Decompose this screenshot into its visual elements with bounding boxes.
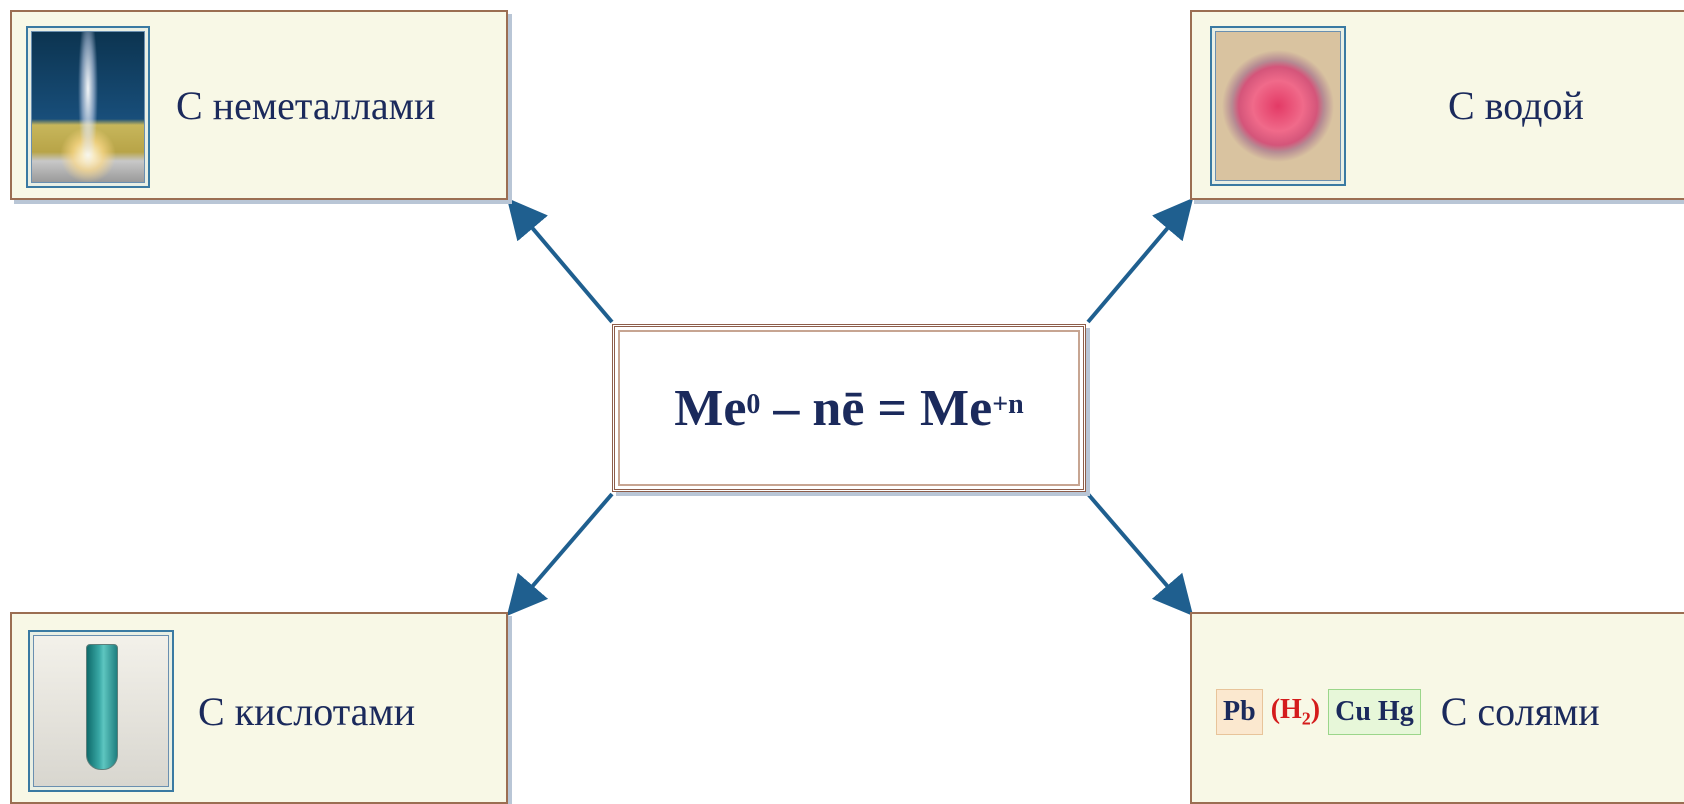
test-tube-photo — [28, 630, 174, 792]
water-label: С водой — [1448, 83, 1584, 128]
salts-row: Pb (H2) Cu Hg С солями — [1216, 688, 1600, 736]
formula: Me0 – nē = Me+n — [615, 383, 1083, 435]
acids-label: С кислотами — [198, 689, 416, 734]
h2-open: (H — [1270, 694, 1302, 725]
salts-label: С солями — [1440, 688, 1600, 734]
water-box: С водой — [1190, 10, 1684, 200]
formula-box: Me0 – nē = Me+n — [612, 324, 1086, 492]
sparks-photo — [26, 26, 150, 188]
petri-dish-photo — [1210, 26, 1346, 186]
nonmetals-label: С неметаллами — [176, 83, 436, 128]
h2-chip: (H2) — [1265, 688, 1326, 736]
test-tube-photo-image — [33, 635, 169, 787]
acids-box: С кислотами — [10, 612, 508, 804]
arrow-up-right-icon — [1086, 197, 1194, 324]
petri-dish-photo-image — [1215, 31, 1341, 181]
formula-middle: – nē = Me — [760, 380, 993, 437]
cuhg-chip: Cu Hg — [1328, 688, 1421, 735]
arrow-up-left-icon — [506, 197, 614, 324]
formula-me: Me — [674, 380, 747, 437]
h2-close: ) — [1310, 694, 1321, 725]
formula-sup-zero: 0 — [746, 389, 761, 420]
h2-sub: 2 — [1301, 708, 1311, 729]
salts-box: Pb (H2) Cu Hg С солями — [1190, 612, 1684, 804]
nonmetals-box: С неметаллами — [10, 10, 508, 200]
formula-sup-n: +n — [992, 389, 1024, 420]
sparks-photo-image — [31, 31, 145, 183]
pb-chip: Pb — [1216, 688, 1263, 735]
arrow-down-left-icon — [506, 492, 614, 617]
arrow-down-right-icon — [1086, 492, 1194, 617]
test-tube-shape — [86, 644, 118, 770]
